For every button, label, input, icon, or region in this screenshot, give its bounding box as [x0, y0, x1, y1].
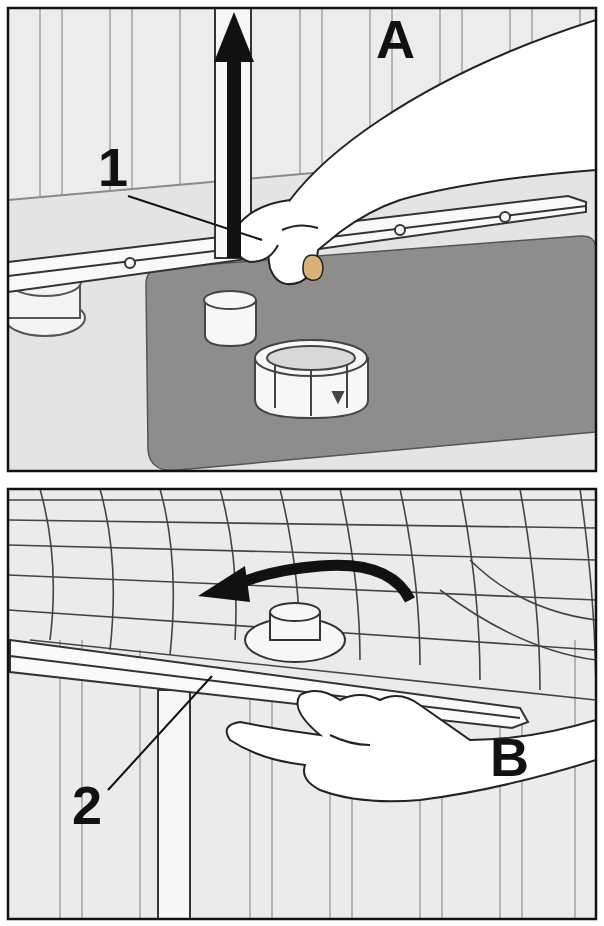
upper-spray-arm-scene [8, 489, 596, 919]
callout-number: 1 [98, 140, 128, 194]
callout-number: 2 [72, 778, 102, 832]
callout-letter: B [490, 730, 529, 784]
callout-letter: A [376, 12, 415, 66]
lower-spray-arm-scene [8, 8, 596, 471]
